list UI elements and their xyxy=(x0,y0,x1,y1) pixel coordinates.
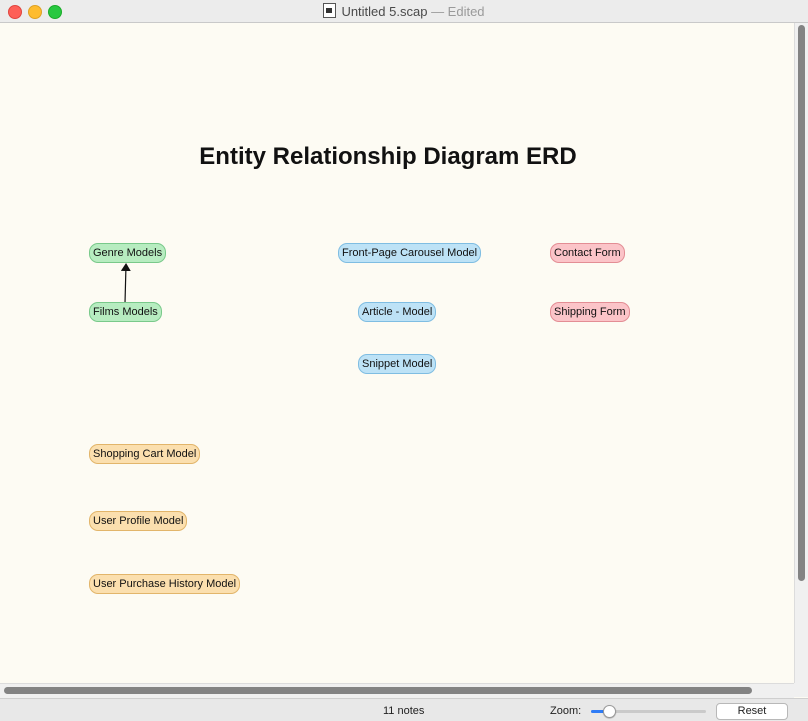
note-contact-form[interactable]: Contact Form xyxy=(550,243,625,263)
horizontal-scrollbar[interactable] xyxy=(0,683,794,698)
diagram-heading[interactable]: Entity Relationship Diagram ERD xyxy=(199,143,577,170)
close-window-button[interactable] xyxy=(8,5,22,19)
window-title: Untitled 5.scap — Edited xyxy=(0,3,808,19)
vertical-scrollbar[interactable] xyxy=(794,23,808,683)
window-title-text: Untitled 5.scap xyxy=(341,4,428,19)
horizontal-scroll-thumb[interactable] xyxy=(4,687,752,694)
zoom-slider[interactable] xyxy=(591,710,706,713)
note-shopping-cart-model[interactable]: Shopping Cart Model xyxy=(89,444,201,464)
vertical-scroll-thumb[interactable] xyxy=(798,25,805,581)
zoom-label: Zoom: xyxy=(550,705,582,717)
note-films-models[interactable]: Films Models xyxy=(89,302,162,322)
note-user-purchase-history-model[interactable]: User Purchase History Model xyxy=(89,574,241,594)
note-snippet-model[interactable]: Snippet Model xyxy=(358,354,437,374)
note-front-page-carousel-model[interactable]: Front-Page Carousel Model xyxy=(338,243,482,263)
zoom-slider-fill xyxy=(591,710,608,713)
title-bar: Untitled 5.scap — Edited xyxy=(0,0,808,23)
reset-zoom-button[interactable]: Reset xyxy=(716,703,788,720)
document-icon xyxy=(323,3,337,18)
note-shipping-form[interactable]: Shipping Form xyxy=(550,302,630,322)
note-genre-models[interactable]: Genre Models xyxy=(89,243,167,263)
note-user-profile-model[interactable]: User Profile Model xyxy=(89,511,188,531)
notes-count: 11 notes xyxy=(383,705,425,717)
note-article-model[interactable]: Article - Model xyxy=(358,302,437,322)
scroll-corner xyxy=(794,683,808,697)
maximize-window-button[interactable] xyxy=(48,5,62,19)
minimize-window-button[interactable] xyxy=(28,5,42,19)
zoom-slider-knob[interactable] xyxy=(603,705,616,718)
status-bar: 11 notes Zoom: Reset xyxy=(0,698,808,721)
connection-arrow[interactable] xyxy=(120,263,131,304)
edited-indicator: — Edited xyxy=(431,4,485,19)
diagram-canvas[interactable]: Entity Relationship Diagram ERD Genre Mo… xyxy=(0,23,794,683)
